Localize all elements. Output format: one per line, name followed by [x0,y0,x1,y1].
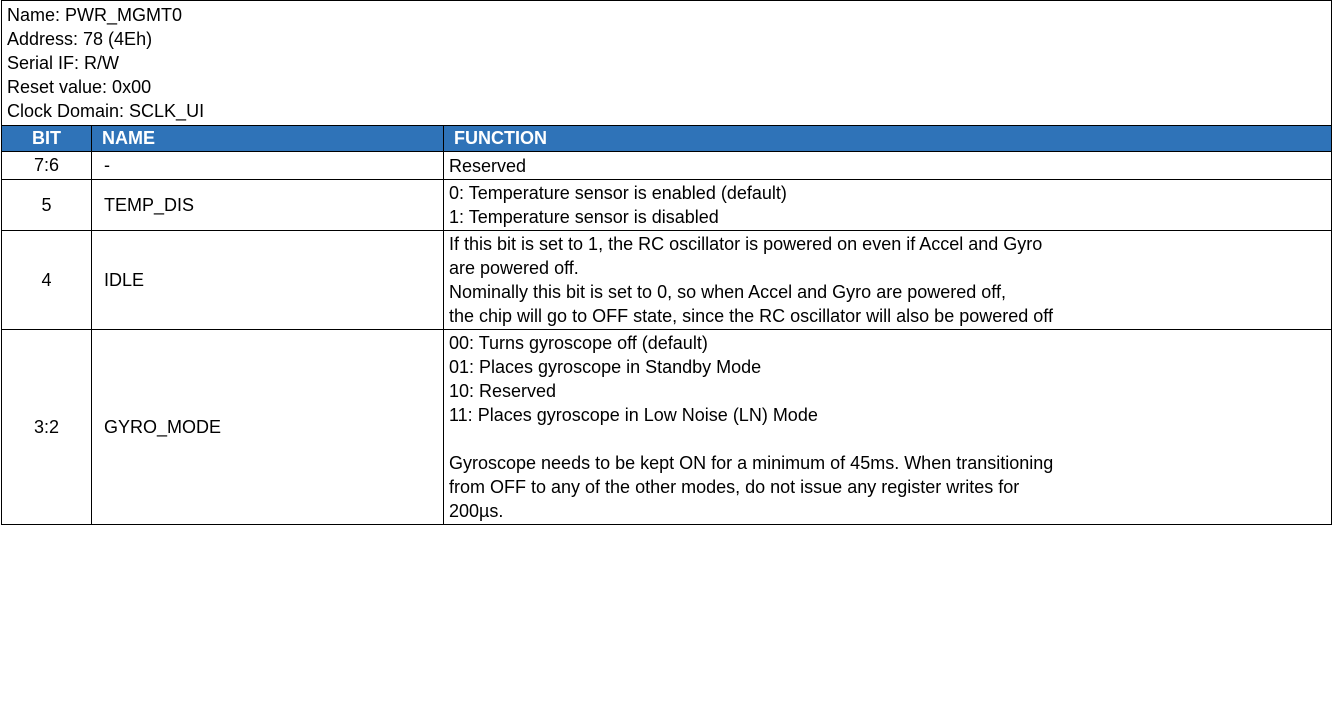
register-info-row: Name: PWR_MGMT0 Address: 78 (4Eh) Serial… [0,0,1333,126]
bit-cell: 3:2 [1,329,92,525]
function-line: from OFF to any of the other modes, do n… [449,477,1020,497]
register-address: Address: 78 (4Eh) [7,29,153,49]
function-cell: 0: Temperature sensor is enabled (defaul… [442,179,1333,231]
column-header-function: FUNCTION [442,125,1333,152]
bit-cell: 5 [1,179,92,231]
function-line: 01: Places gyroscope in Standby Mode [449,357,762,377]
function-line: Reserved [449,155,527,176]
table-row: 7:6 - Reserved [1,151,1333,180]
function-line: 00: Turns gyroscope off (default) [449,333,708,353]
function-line: 200µs. [449,501,504,521]
name-cell: IDLE [91,230,444,330]
function-line: If this bit is set to 1, the RC oscillat… [449,234,1043,254]
table-header-row: BIT NAME FUNCTION [1,125,1333,152]
name-cell: TEMP_DIS [91,179,444,231]
table-row: 3:2 GYRO_MODE 00: Turns gyroscope off (d… [1,329,1333,525]
function-cell: If this bit is set to 1, the RC oscillat… [442,230,1333,330]
bit-cell: 4 [1,230,92,330]
function-line: the chip will go to OFF state, since the… [449,306,1053,326]
column-header-bit: BIT [1,125,92,152]
register-serial-if: Serial IF: R/W [7,53,120,73]
function-line: 11: Places gyroscope in Low Noise (LN) M… [449,405,818,425]
register-info: Name: PWR_MGMT0 Address: 78 (4Eh) Serial… [0,0,1333,126]
function-line: 10: Reserved [449,381,557,401]
function-cell: Reserved [442,151,1333,180]
function-line: 0: Temperature sensor is enabled (defaul… [449,183,787,203]
function-blank-line [449,427,1331,451]
register-table: Name: PWR_MGMT0 Address: 78 (4Eh) Serial… [0,0,1333,525]
name-cell: GYRO_MODE [91,329,444,525]
function-line: 1: Temperature sensor is disabled [449,207,719,227]
table-row: 4 IDLE If this bit is set to 1, the RC o… [1,230,1333,330]
bit-cell: 7:6 [1,151,92,180]
function-line: Nominally this bit is set to 0, so when … [449,282,1006,302]
function-line: Gyroscope needs to be kept ON for a mini… [449,453,1054,473]
table-row: 5 TEMP_DIS 0: Temperature sensor is enab… [1,179,1333,231]
register-name: Name: PWR_MGMT0 [7,5,183,25]
register-clock-domain: Clock Domain: SCLK_UI [7,101,205,121]
register-reset-value: Reset value: 0x00 [7,77,152,97]
function-cell: 00: Turns gyroscope off (default) 01: Pl… [442,329,1333,525]
function-line: are powered off. [449,258,579,278]
name-cell: - [91,151,444,180]
column-header-name: NAME [91,125,444,152]
